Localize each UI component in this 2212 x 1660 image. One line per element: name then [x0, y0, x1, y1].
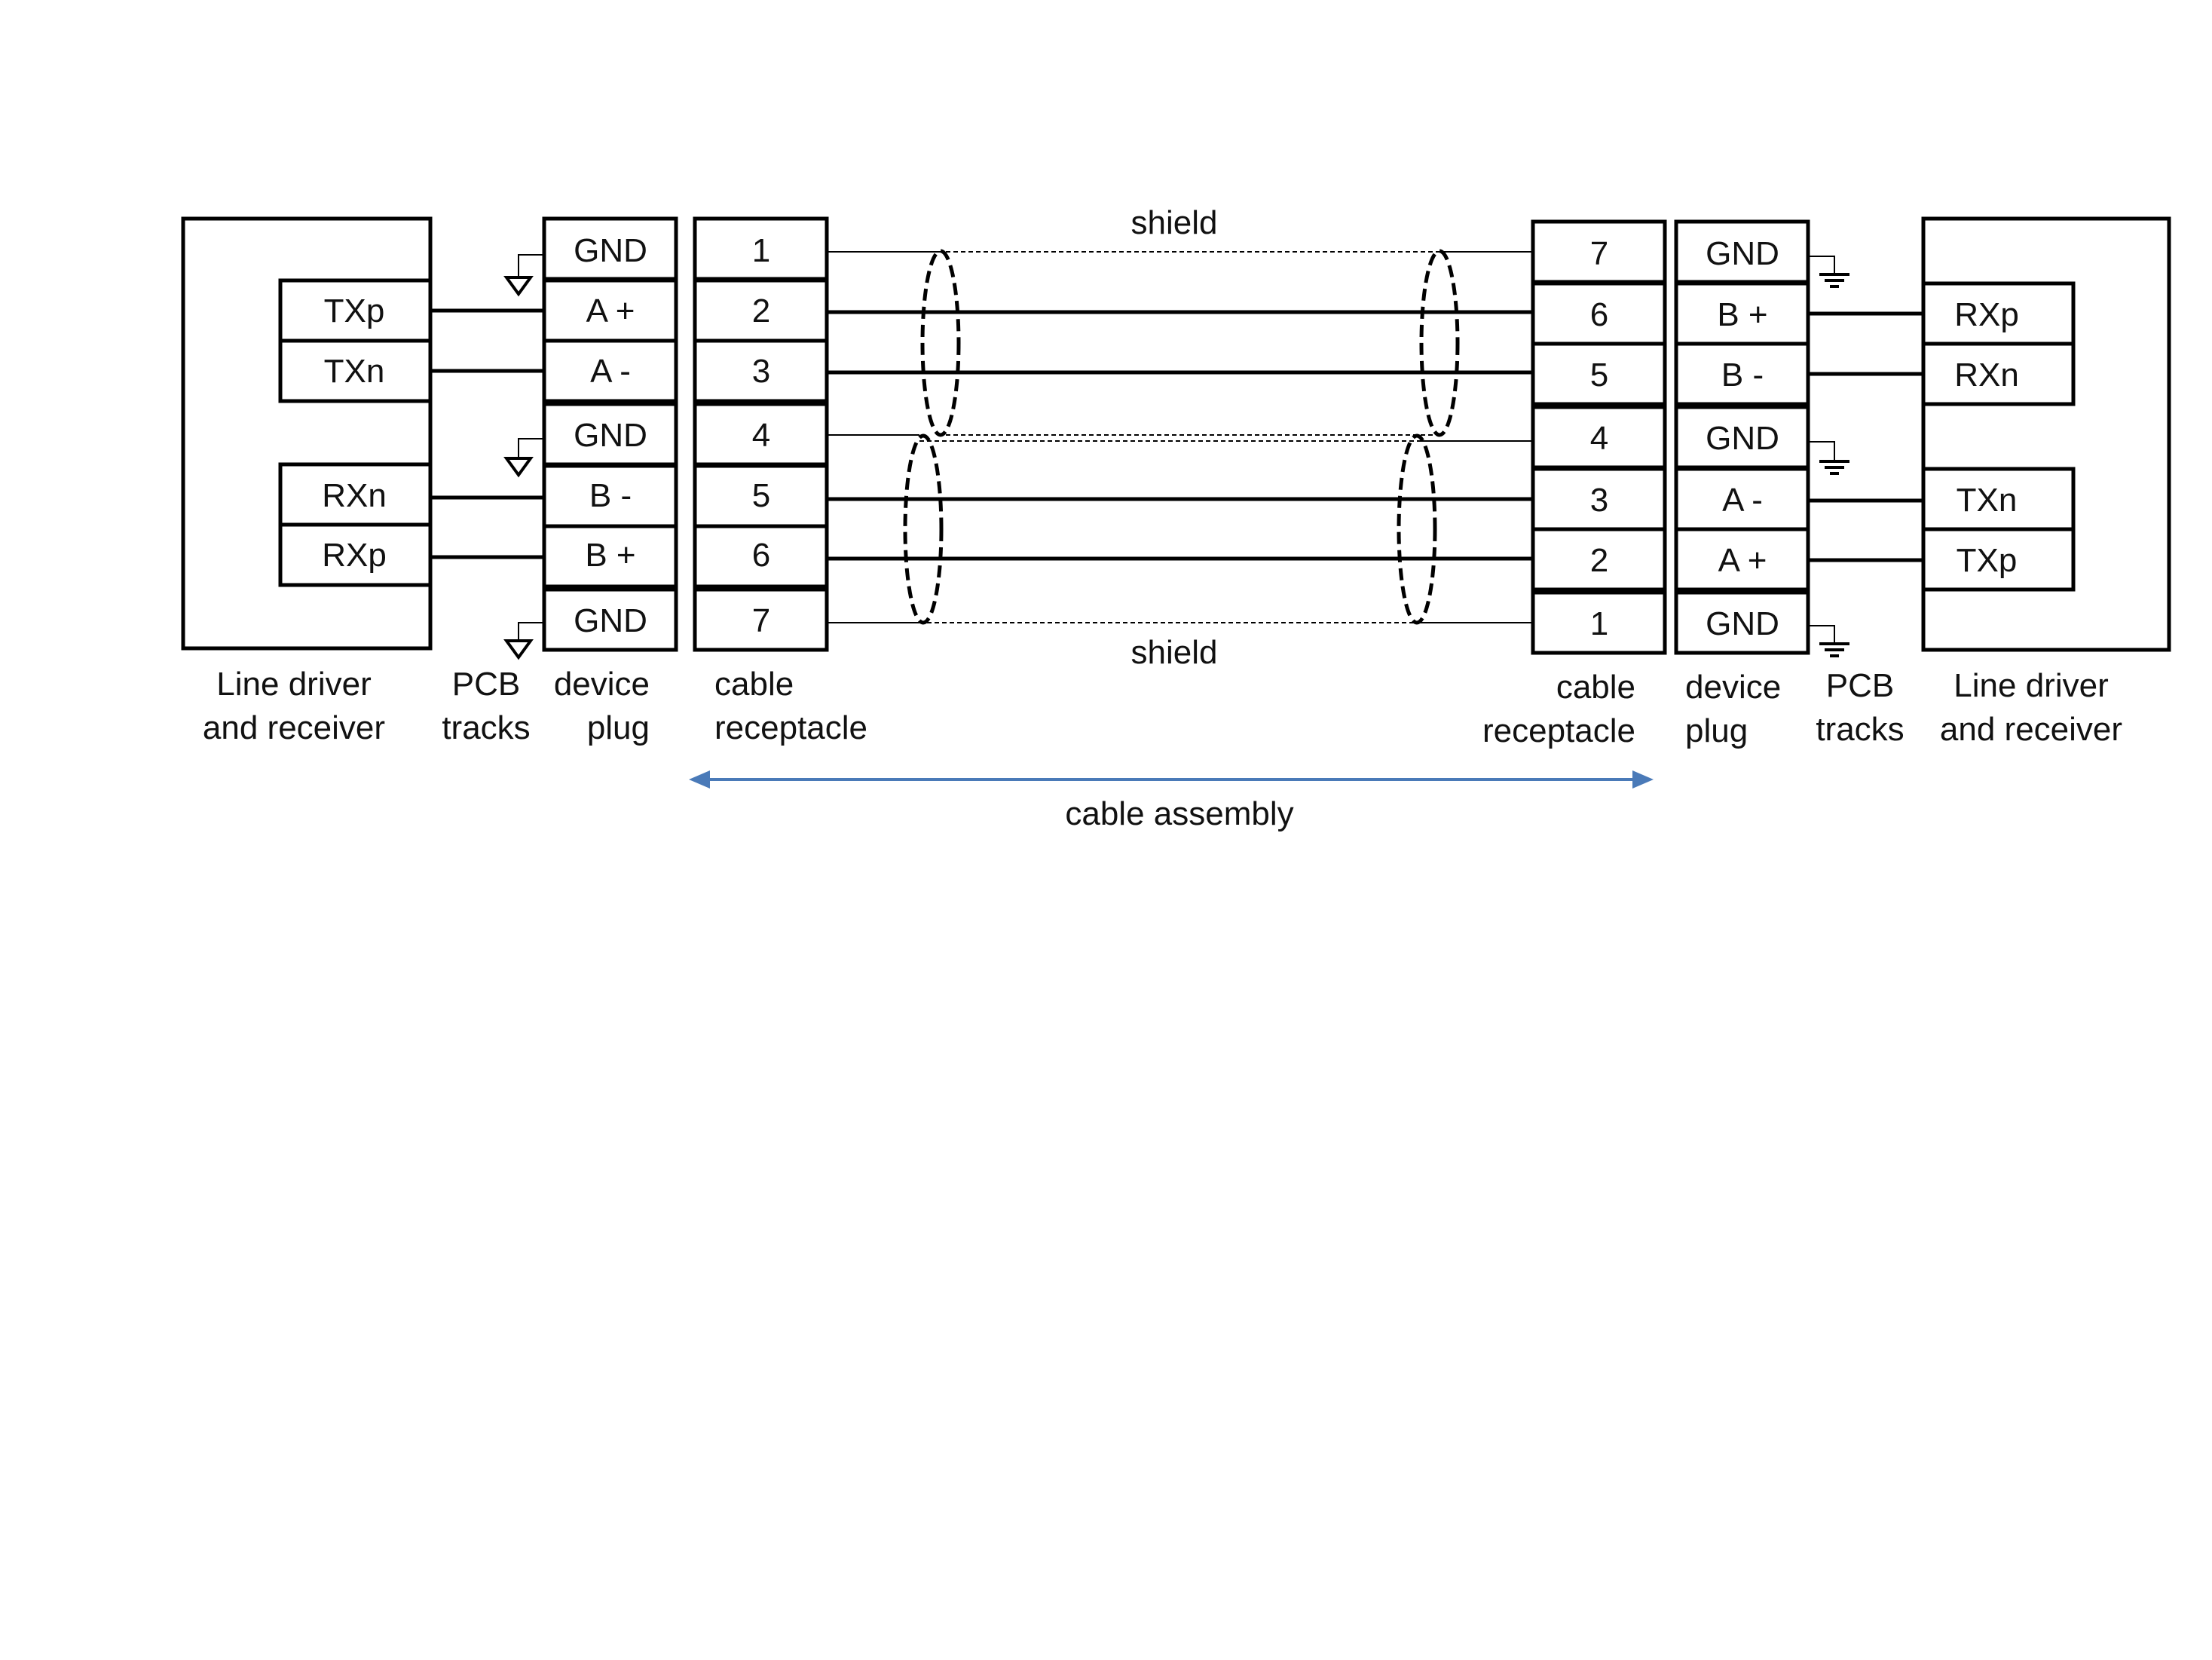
shield-ellipse [1397, 433, 1437, 625]
left-driver-caption: and receiver [203, 709, 385, 746]
left-plug-pin: GND [574, 602, 647, 639]
right-receptacle-pin: 5 [1590, 357, 1608, 394]
left-receptacle-pin: 4 [752, 417, 770, 454]
shield-ellipse [920, 249, 961, 437]
left-plug-pin: A + [586, 292, 635, 329]
left-receptacle-pin: 6 [752, 537, 770, 574]
shield-bottom-label: shield [1131, 634, 1218, 671]
right-plug-caption: plug [1685, 712, 1748, 749]
left-driver-pin: TXn [324, 353, 385, 390]
left-receptacle-pin: 7 [752, 602, 770, 639]
left-pcb-caption: PCB [452, 666, 520, 703]
right-cable-receptacle: 7 6 5 4 3 2 1 [1531, 219, 1667, 655]
right-plug-pin: GND [1706, 420, 1779, 457]
right-receptacle-caption: receptacle [1482, 712, 1635, 749]
right-receptacle-caption: cable [1556, 669, 1635, 706]
left-receptacle-pin: 3 [752, 353, 770, 390]
left-plug-caption: plug [587, 709, 650, 746]
right-driver-pin: RXp [1954, 296, 2019, 333]
right-earth-ground-icon [1808, 441, 1849, 475]
left-device-plug: GND A + A - GND B - B + GND [542, 216, 678, 652]
left-receptacle-caption: receptacle [714, 709, 867, 746]
left-receptacle-pin: 2 [752, 292, 770, 329]
right-plug-pin: GND [1706, 605, 1779, 642]
left-plug-pin: GND [574, 417, 647, 454]
right-plug-pin: B + [1717, 296, 1767, 333]
cable-assembly-label: cable assembly [1065, 795, 1293, 832]
left-driver-pin: RXp [322, 537, 387, 574]
right-device-plug: GND B + B - GND A - A + GND [1674, 219, 1810, 655]
right-receptacle-pin: 2 [1590, 542, 1608, 579]
left-driver-pins: TXp TXn RXn RXp [278, 278, 433, 587]
right-driver-pin: TXn [1957, 482, 2018, 519]
left-receptacle-pin: 1 [752, 232, 770, 269]
right-plug-pin: GND [1706, 235, 1779, 272]
right-driver-caption: Line driver [1953, 667, 2108, 704]
right-pcb-caption: tracks [1816, 711, 1904, 748]
right-receptacle-pin: 6 [1590, 296, 1608, 333]
shield-ellipse [1419, 249, 1460, 437]
left-ground-icon [503, 622, 544, 660]
left-plug-pin: B - [589, 477, 632, 514]
left-plug-caption: device [554, 666, 650, 703]
left-plug-pin: GND [574, 232, 647, 269]
cable-assembly-arrow [689, 770, 1654, 789]
right-earth-ground-icon [1808, 256, 1849, 288]
shield-top-label: shield [1131, 204, 1218, 241]
right-plug-pin: A + [1718, 542, 1767, 579]
right-pcb-tracks [1808, 311, 1923, 562]
right-driver-pin: TXp [1957, 542, 2018, 579]
left-receptacle-pin: 5 [752, 477, 770, 514]
right-driver-pins: RXp RXn TXn TXp [1921, 281, 2076, 592]
right-captions: cable receptacle device plug PCB tracks … [1482, 667, 2122, 749]
right-plug-pin: B - [1721, 357, 1764, 394]
shield-ellipse [903, 433, 944, 625]
left-pcb-tracks [430, 308, 544, 559]
left-driver-pin: TXp [324, 292, 385, 329]
left-ground-icon [503, 438, 544, 478]
left-pcb-caption: tracks [442, 709, 530, 746]
right-earth-ground-icon [1808, 625, 1849, 657]
right-driver-pin: RXn [1954, 357, 2019, 394]
left-cable-receptacle: 1 2 3 4 5 6 7 [693, 216, 829, 652]
cable-wires [827, 251, 1533, 623]
left-ground-icon [503, 254, 544, 297]
right-plug-caption: device [1685, 669, 1781, 706]
right-plug-pin: A - [1722, 482, 1763, 519]
left-plug-pin: B + [585, 537, 635, 574]
right-pcb-caption: PCB [1826, 667, 1894, 704]
right-receptacle-pin: 7 [1590, 235, 1608, 272]
right-driver-caption: and receiver [1940, 711, 2122, 748]
left-driver-pin: RXn [322, 477, 387, 514]
left-plug-pin: A - [590, 353, 631, 390]
left-receptacle-caption: cable [714, 666, 794, 703]
right-receptacle-pin: 1 [1590, 605, 1608, 642]
right-receptacle-pin: 3 [1590, 482, 1608, 519]
left-driver-caption: Line driver [216, 666, 371, 703]
left-captions: Line driver and receiver PCB tracks devi… [203, 666, 867, 746]
right-receptacle-pin: 4 [1590, 420, 1608, 457]
shield-ellipses [903, 249, 1460, 625]
